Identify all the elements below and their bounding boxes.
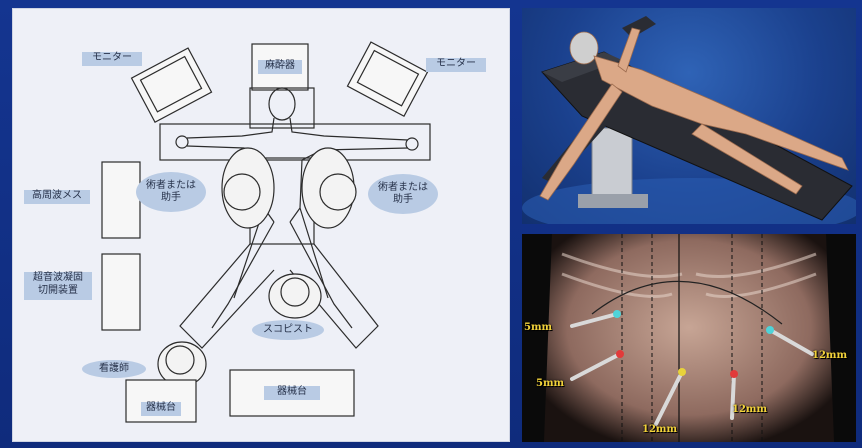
label-anesthesia: 麻酔器 [258, 60, 302, 74]
port-placement-image: 5mm 5mm 12mm 12mm 12mm [522, 234, 856, 442]
label-nurse: 看護師 [82, 360, 146, 378]
label-surgeon-right: 術者または 助手 [368, 174, 438, 214]
label-monitor-left: モニター [82, 52, 142, 66]
label-monitor-right: モニター [426, 58, 486, 72]
port-label-2: 5mm [536, 378, 564, 389]
port-label-3: 12mm [642, 424, 677, 435]
port-4-marker [730, 370, 738, 378]
monitor-left-shape [132, 48, 212, 122]
label-harmonic-scalpel: 高周波メス [24, 190, 90, 204]
label-scopist: スコピスト [252, 320, 324, 340]
label-instrument-table-right: 器械台 [264, 386, 320, 400]
or-layout-diagram: モニター 麻酔器 モニター 術者または 助手 術者または 助手 高周波メス 超音… [12, 8, 510, 442]
port-5-marker [766, 326, 774, 334]
port-2-marker [616, 350, 624, 358]
label-surgeon-left: 術者または 助手 [136, 172, 206, 212]
label-ultrasonic-device: 超音波凝固 切開装置 [24, 272, 92, 300]
monitor-right-shape [347, 42, 427, 116]
port-label-4: 12mm [732, 404, 767, 415]
label-instrument-table-left: 器械台 [141, 402, 181, 416]
port-1-marker [613, 310, 621, 318]
patient-position-image [522, 8, 856, 224]
port-label-1: 5mm [524, 322, 552, 333]
patient-on-table-illustration [522, 8, 856, 224]
port-label-5: 12mm [812, 350, 847, 361]
port-3-marker [678, 368, 686, 376]
abdomen-ports-illustration [522, 234, 856, 442]
